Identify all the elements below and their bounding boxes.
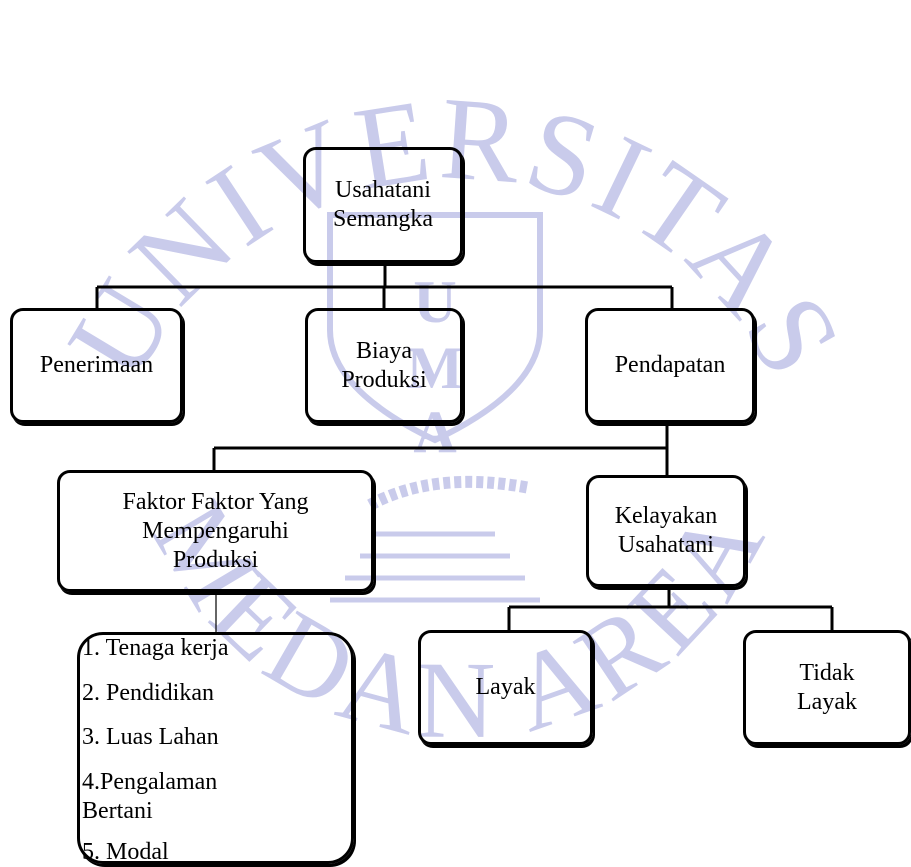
factor-list-item: 3. Luas Lahan bbox=[82, 724, 219, 750]
factor-list-item: 4.Pengalaman Bertani bbox=[82, 769, 218, 824]
node-biaya-produksi: Biaya Produksi bbox=[305, 308, 463, 423]
factor-list-item: 5. Modal bbox=[82, 839, 169, 865]
node-penerimaan: Penerimaan bbox=[10, 308, 183, 423]
factor-list-item: 2. Pendidikan bbox=[82, 680, 214, 706]
connector-kelayakan-level3 bbox=[507, 585, 834, 630]
connector-root-level1 bbox=[95, 262, 674, 308]
node-pendapatan: Pendapatan bbox=[585, 308, 755, 423]
connector-pendapatan-level2 bbox=[212, 423, 669, 475]
node-usahatani-semangka: Usahatani Semangka bbox=[303, 147, 463, 263]
factor-list-item: 1. Tenaga kerja bbox=[82, 635, 229, 661]
node-faktor-produksi: Faktor Faktor Yang Mempengaruhi Produksi bbox=[57, 470, 374, 592]
factor-list-box bbox=[77, 632, 354, 864]
node-layak: Layak bbox=[418, 630, 593, 745]
node-tidak-layak: Tidak Layak bbox=[743, 630, 911, 745]
node-kelayakan-usahatani: Kelayakan Usahatani bbox=[586, 475, 746, 587]
